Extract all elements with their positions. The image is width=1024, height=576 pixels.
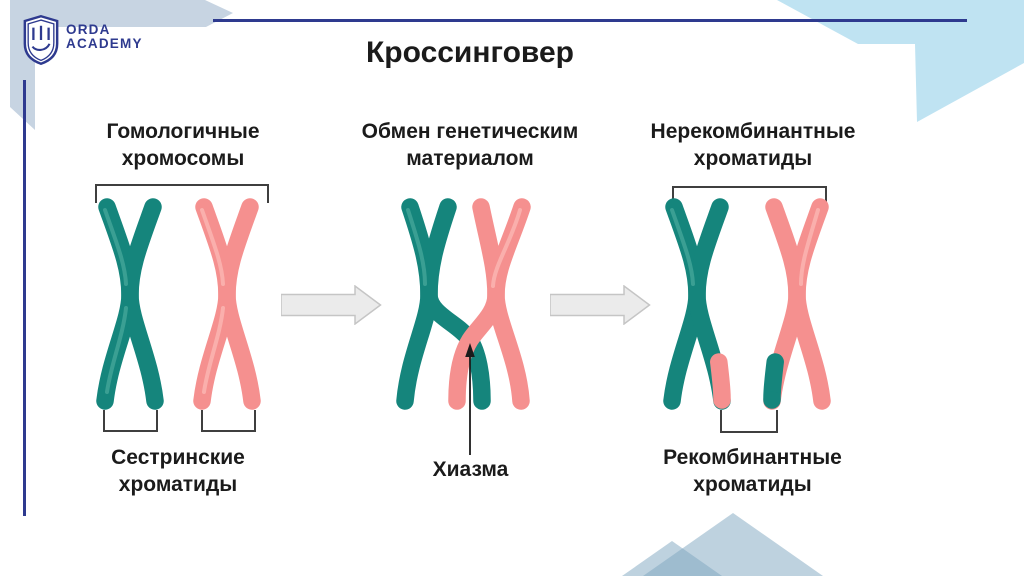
bracket-sister-chromatids-teal xyxy=(103,410,158,432)
bracket-homologous-pair xyxy=(95,184,269,203)
heading-homologous-chromosomes: Гомологичные хромосомы xyxy=(63,118,303,172)
caption-line: Сестринские xyxy=(111,446,245,469)
highlight xyxy=(406,208,427,286)
heading-line: хромосомы xyxy=(121,147,245,170)
highlight xyxy=(103,208,128,286)
flow-arrow-icon xyxy=(281,285,382,325)
highlight xyxy=(200,208,225,286)
orda-logo-shield-icon xyxy=(23,15,59,65)
highlight xyxy=(799,208,820,286)
pink-chromatid-crossing xyxy=(448,198,505,410)
mountain-triangles-decoration xyxy=(622,513,823,576)
highlight xyxy=(491,208,522,288)
left-rule-line xyxy=(23,80,26,516)
caption-chiasma: Хиазма xyxy=(388,456,553,483)
heading-line: хроматиды xyxy=(693,147,813,170)
caption-line: Хиазма xyxy=(432,458,509,481)
teal-chromatid-crossing xyxy=(420,198,491,410)
logo-ribbon-decoration xyxy=(10,0,233,130)
slide-title: Кроссинговер xyxy=(366,36,574,69)
heading-line: Обмен генетическим xyxy=(361,120,579,143)
chiasma-pointer-arrow xyxy=(465,343,475,455)
corner-triangle-decoration xyxy=(777,0,1024,122)
highlight xyxy=(670,208,695,286)
logo-line1: ORDA xyxy=(66,22,111,37)
chromosome-pair-crossing xyxy=(396,198,531,410)
heading-line: Нерекомбинантные xyxy=(650,120,856,143)
bracket-sister-chromatids-pink xyxy=(201,410,256,432)
caption-line: хроматиды xyxy=(693,473,812,496)
caption-sister-chromatids: Сестринские хроматиды xyxy=(63,444,293,498)
chromosome-pair-homologous xyxy=(96,198,261,410)
highlight xyxy=(105,306,128,394)
caption-line: Рекомбинантные xyxy=(663,446,842,469)
heading-line: материалом xyxy=(406,147,534,170)
bracket-recombinant-chromatids xyxy=(720,410,778,433)
caption-line: хроматиды xyxy=(118,473,238,496)
chromosome-pair-recombinant xyxy=(663,198,831,410)
flow-arrow-icon xyxy=(550,285,651,325)
heading-genetic-exchange: Обмен генетическим материалом xyxy=(350,118,590,172)
recombinant-pink-tip-end xyxy=(713,391,731,409)
recombinant-teal-tip-end xyxy=(763,391,781,409)
top-rule-line xyxy=(213,19,967,22)
teal-chromatid xyxy=(121,198,164,410)
caption-recombinant-chromatids: Рекомбинантные хроматиды xyxy=(640,444,865,498)
logo-line2: ACADEMY xyxy=(66,35,143,51)
heading-line: Гомологичные xyxy=(106,120,260,143)
bracket-nonrecombinant-pair xyxy=(672,186,827,205)
pink-chromatid xyxy=(218,198,261,410)
highlight xyxy=(202,306,225,394)
logo-wordmark: ORDA ACADEMY xyxy=(66,23,143,50)
heading-nonrecombinant-chromatids: Нерекомбинантные хроматиды xyxy=(633,118,873,172)
